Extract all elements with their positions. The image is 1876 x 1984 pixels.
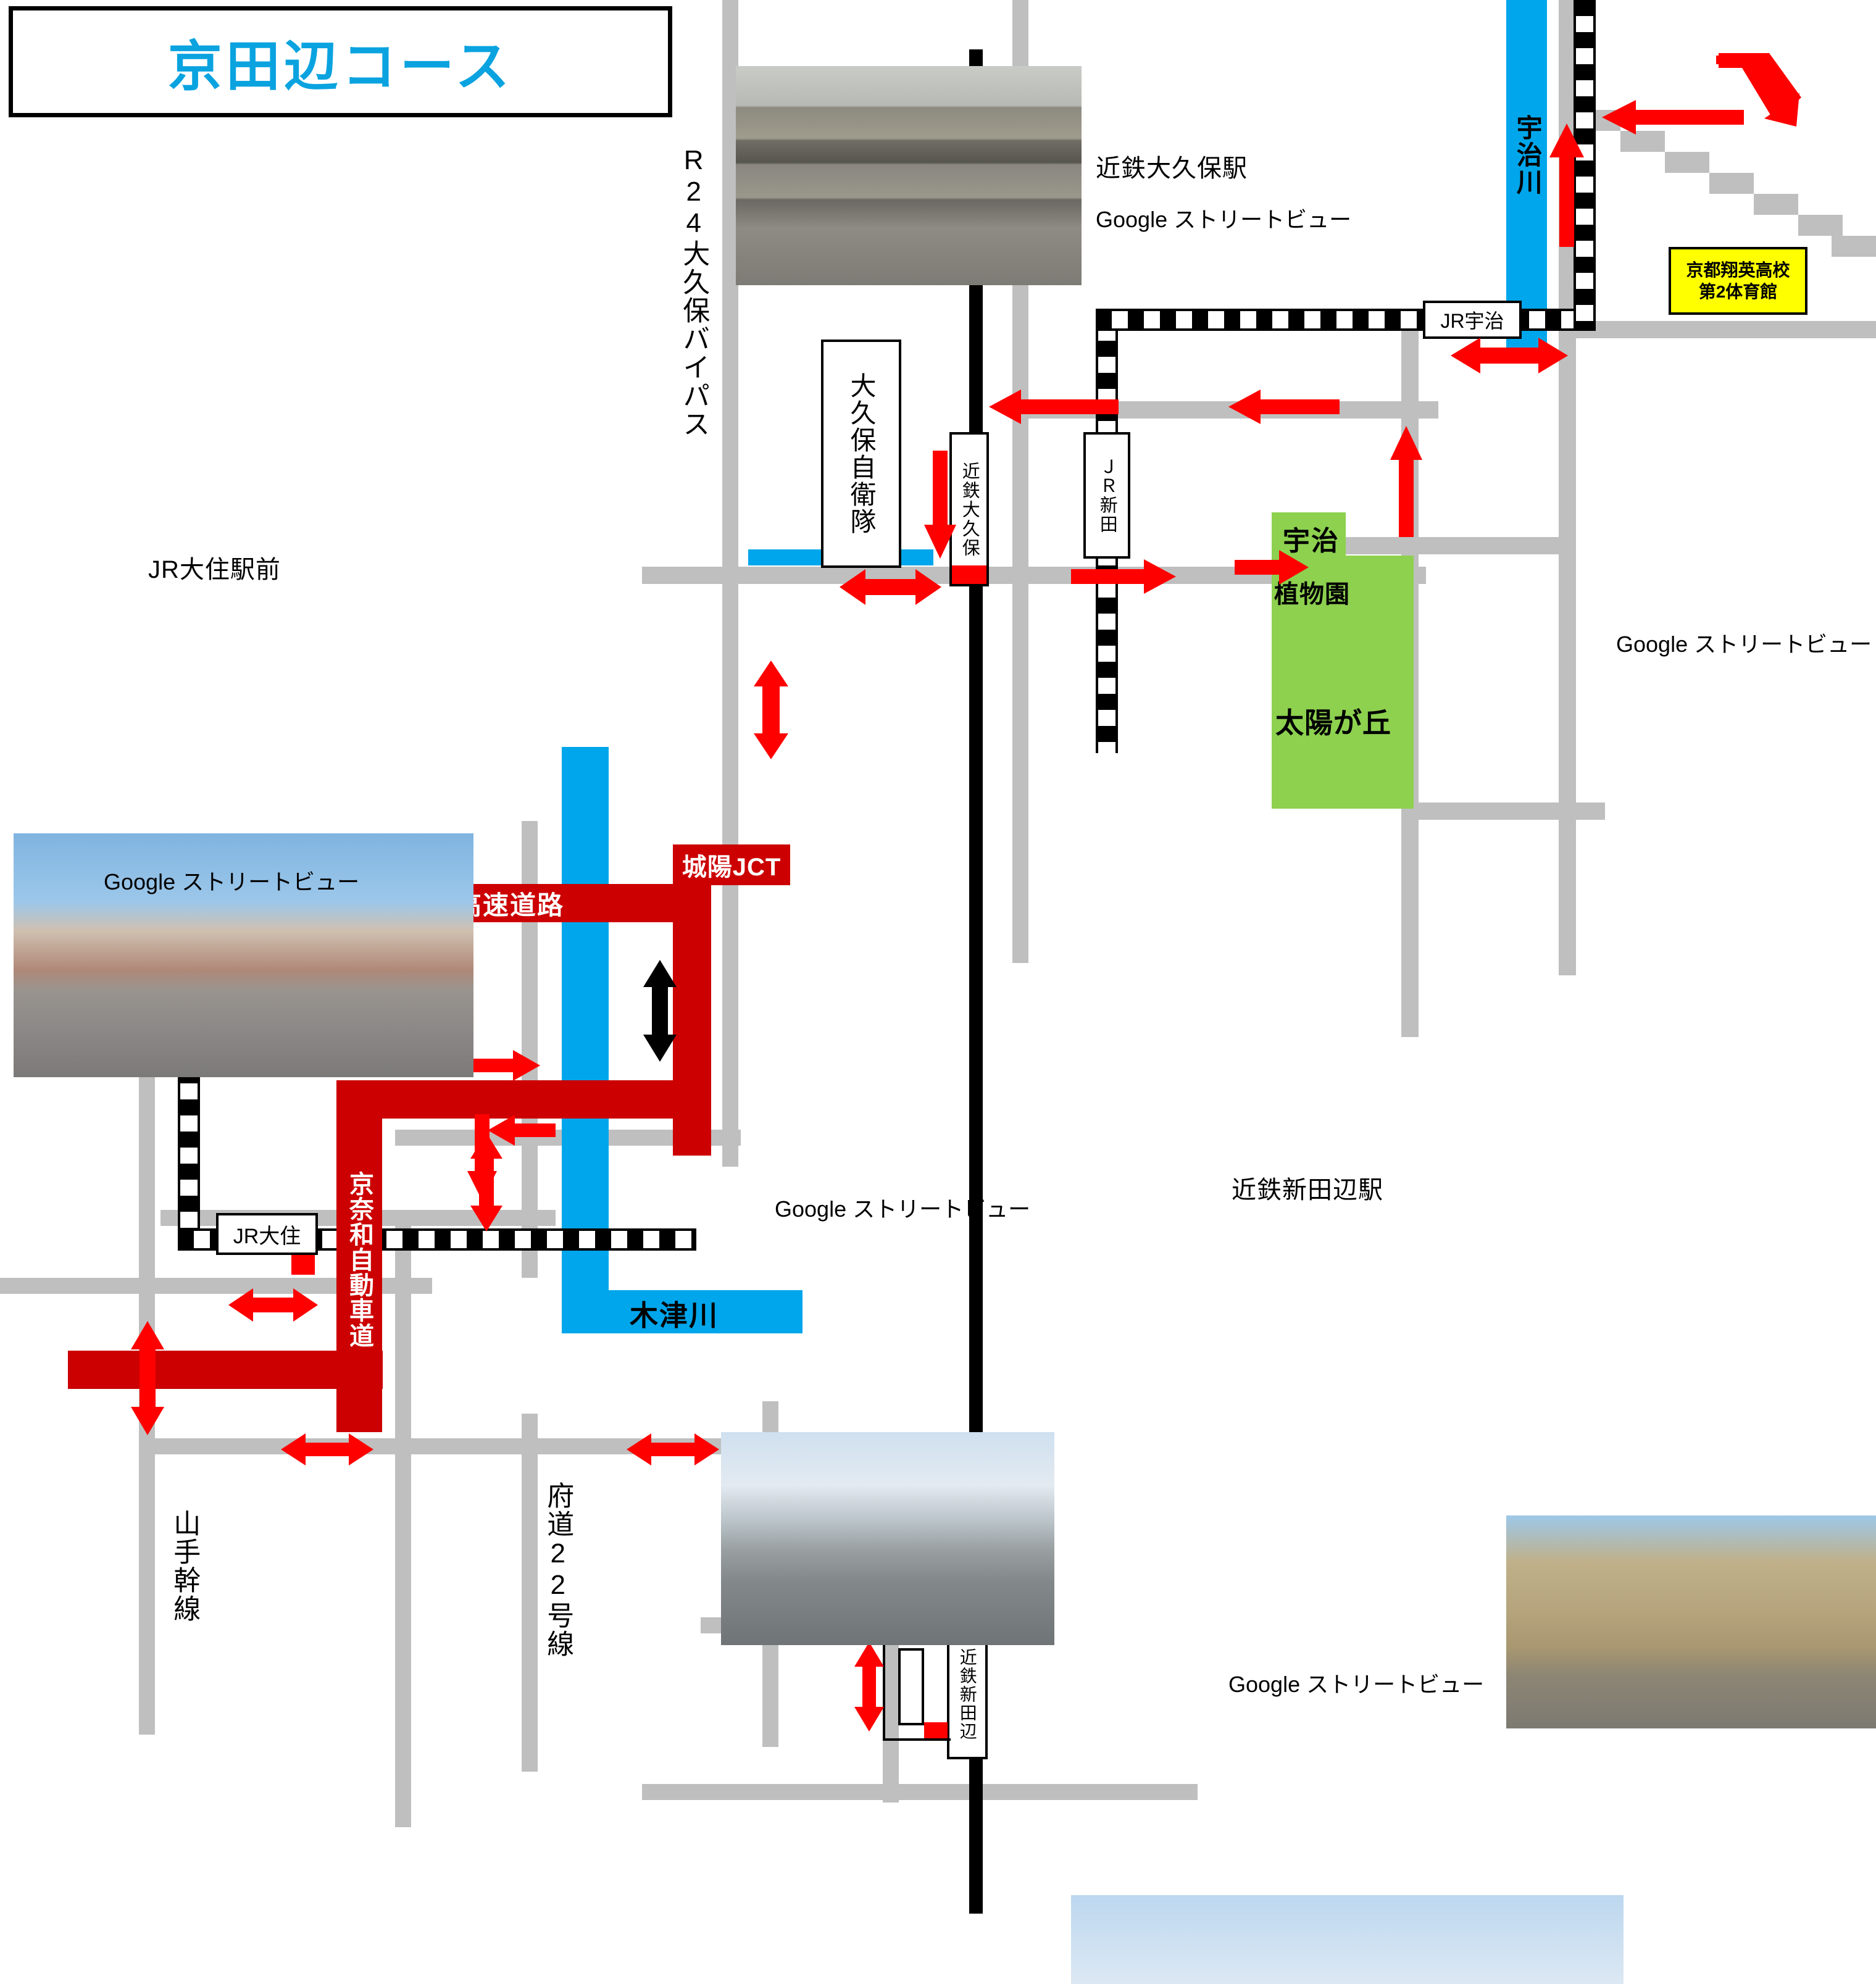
road-vertical-east-edge bbox=[1559, 321, 1576, 975]
arrow-right-uji-park bbox=[1235, 550, 1309, 585]
arrow-double-okubo-road bbox=[840, 569, 941, 605]
arrow-left-mid-right bbox=[1228, 390, 1340, 424]
arrow-up-uji-river bbox=[1549, 123, 1584, 247]
arrow-left-branch bbox=[488, 1115, 556, 1146]
arrow-double-vertical-left bbox=[131, 1321, 164, 1435]
park-taiyogaoka-label: 太陽が丘 bbox=[1275, 707, 1391, 739]
arrow-up-park-east bbox=[1390, 426, 1422, 537]
river-kizu-label: 木津川 bbox=[630, 1299, 719, 1332]
road-vertical-fudo22 bbox=[522, 1414, 538, 1772]
road-step-6 bbox=[1798, 215, 1843, 236]
photo-title-jr-ozumi: JR大住駅前 bbox=[148, 556, 281, 583]
road-horizontal-uji-south bbox=[1309, 537, 1574, 554]
station-box-jr-shinden: ＪＲ新田 bbox=[1083, 432, 1130, 559]
road-step-7 bbox=[1832, 236, 1876, 257]
arrow-left-top-right bbox=[1602, 100, 1744, 135]
station-box-kintetsu-okubo: 近鉄大久保 bbox=[949, 432, 989, 586]
road-vertical-keinawa-side bbox=[395, 1210, 411, 1827]
expressway-keinawa-label-text: 京奈和自動車道 bbox=[346, 1170, 373, 1348]
road-step-3 bbox=[1665, 152, 1709, 173]
station-box-jr-uji: JR宇治 bbox=[1423, 301, 1522, 339]
station-box-jr-shinden-label: ＪＲ新田 bbox=[1097, 457, 1117, 534]
road-vertical-jct-upper bbox=[522, 821, 538, 1037]
road-vertical-lowest bbox=[883, 1630, 899, 1803]
arrow-double-vertical-center bbox=[754, 661, 788, 759]
photo-caption-jr-ozumi: Google ストリートビュー bbox=[104, 869, 360, 894]
arrow-double-vertical-shintanabe bbox=[854, 1642, 884, 1732]
expressway-johyo-jct-label: 城陽JCT bbox=[673, 844, 790, 885]
photo-jr-ozumi-ekimae bbox=[14, 833, 473, 1077]
park-uji-label-line2: 植物園 bbox=[1274, 581, 1350, 608]
station-box-jr-uji-label: JR宇治 bbox=[1440, 310, 1504, 332]
photo-kintetsu-shintanabe-station bbox=[1071, 1895, 1624, 1984]
road-horizontal-east-top bbox=[1559, 321, 1876, 338]
arrow-left-okubo bbox=[989, 390, 1119, 424]
park-taiyogaoka-lower bbox=[1272, 716, 1414, 809]
place-box-kyoto-shouei-gym: 京都翔英高校 第2体育館 bbox=[1669, 247, 1807, 315]
road-step-4 bbox=[1709, 173, 1754, 194]
photo-caption-kintetsu-shintanabe: Google ストリートビュー bbox=[1228, 1672, 1485, 1697]
river-uji-label: 宇治川 bbox=[1513, 114, 1543, 196]
station-marker-kintetsu-shintanabe bbox=[924, 1722, 948, 1738]
photo-caption-kyoto-shouei: Google ストリートビュー bbox=[1616, 631, 1872, 657]
photo-johyo-jct-road bbox=[721, 1432, 1054, 1645]
photo-title-kintetsu-okubo: 近鉄大久保駅 bbox=[1096, 155, 1248, 182]
station-box-jr-ozumi-label: JR大住 bbox=[233, 1224, 301, 1248]
arrow-right-shinmeishin bbox=[472, 1050, 540, 1081]
road-label-yamate-kansen: 山手幹線 bbox=[169, 1509, 200, 1623]
station-box-jr-ozumi: JR大住 bbox=[216, 1213, 318, 1255]
station-marker-jr-ozumi bbox=[291, 1255, 315, 1275]
arrow-down-kintetsu-okubo bbox=[924, 451, 956, 559]
arrow-double-fudo22 bbox=[627, 1433, 719, 1465]
photo-kintetsu-okubo-station bbox=[736, 66, 1082, 285]
river-uji-band bbox=[1506, 0, 1547, 352]
road-step-2 bbox=[1620, 131, 1665, 152]
station-marker-kintetsu-okubo bbox=[952, 565, 986, 584]
photo-caption-johyo-jct: Google ストリートビュー bbox=[775, 1196, 1031, 1222]
place-box-okubo-jieitai: 大久保自衛隊 bbox=[821, 340, 901, 568]
arrow-double-jr-uji bbox=[1451, 338, 1568, 373]
station-box-kintetsu-shintanabe-label: 近鉄新田辺 bbox=[957, 1648, 977, 1741]
station-box-kintetsu-shintanabe: 近鉄新田辺 bbox=[947, 1630, 988, 1759]
road-horizontal-park-bottom bbox=[1401, 802, 1605, 820]
page-title: 京田辺コース bbox=[167, 34, 514, 98]
station-platform-shintanabe bbox=[898, 1648, 924, 1725]
photo-caption-kintetsu-okubo: Google ストリートビュー bbox=[1096, 207, 1352, 232]
station-box-kintetsu-okubo-label: 近鉄大久保 bbox=[959, 461, 980, 557]
expressway-keinawa-bottom bbox=[68, 1351, 383, 1389]
arrow-double-black-jct bbox=[643, 960, 677, 1062]
arrow-double-jr-ozumi bbox=[228, 1288, 318, 1322]
photo-kyoto-shouei-gym bbox=[1506, 1515, 1876, 1728]
road-label-fudo22: 府道22号線 bbox=[543, 1482, 573, 1658]
arrow-double-vertical-keinawa bbox=[470, 1133, 502, 1232]
arrow-diagonal-down-right bbox=[1716, 53, 1801, 127]
road-horizontal-lower-2 bbox=[642, 1784, 1198, 1800]
park-uji-label-line1: 宇治 bbox=[1283, 526, 1340, 556]
arrow-right-jr-shinden bbox=[1071, 559, 1176, 594]
photo-title-kintetsu-shintanabe: 近鉄新田辺駅 bbox=[1232, 1177, 1383, 1204]
river-kizu-horizontal bbox=[562, 1290, 803, 1333]
road-label-r24-okubo-bypass: R24大久保バイパス bbox=[678, 145, 709, 438]
road-step-5 bbox=[1754, 194, 1798, 215]
place-box-okubo-jieitai-label: 大久保自衛隊 bbox=[847, 372, 877, 535]
arrow-double-yamate bbox=[281, 1433, 373, 1465]
title-box: 京田辺コース bbox=[9, 6, 672, 117]
place-box-kyoto-shouei-gym-line1: 京都翔英高校 bbox=[1686, 261, 1790, 280]
road-vertical-main-upper bbox=[722, 0, 738, 568]
place-box-kyoto-shouei-gym-line2: 第2体育館 bbox=[1698, 282, 1778, 301]
railway-jr-uji-line-vertical bbox=[1574, 0, 1596, 331]
expressway-branch-horizontal bbox=[336, 1080, 710, 1119]
station-outline-shintanabe bbox=[883, 1630, 951, 1741]
